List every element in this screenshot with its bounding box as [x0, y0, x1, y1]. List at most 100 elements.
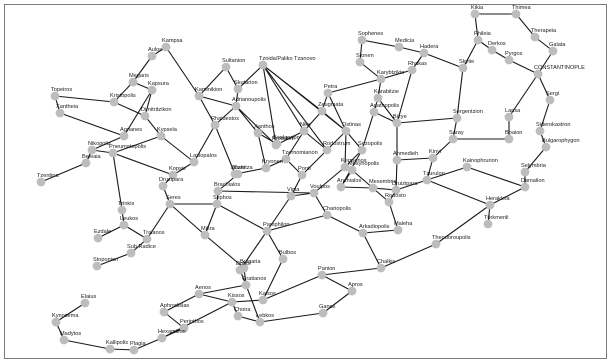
node-rhaidestos — [210, 120, 220, 130]
label-druzipara2: Druzipara — [159, 177, 184, 183]
label-pneumatopolis: Pneumatopolis — [109, 144, 146, 150]
edge-kampsa-kaminikion — [165, 46, 200, 97]
edge-tzoida-rodostrum — [262, 64, 328, 151]
node-nikopolis — [87, 145, 97, 155]
node-stiphos — [212, 199, 222, 209]
edge-bulbos-pamphilon — [266, 230, 284, 260]
edge-rhaidestos-buzlo — [214, 124, 236, 175]
node-sergi — [545, 95, 555, 105]
node-agrianes — [119, 131, 129, 141]
node-petra — [323, 88, 333, 98]
edge-mikra-bulgaria — [204, 234, 245, 269]
node-arkadiopolis — [358, 228, 368, 238]
edge-pamphilon-chariopolis — [266, 214, 328, 232]
label-ganos: Ganos — [319, 304, 336, 310]
edge-panion-chalkis — [321, 267, 382, 276]
node-dobol — [235, 265, 245, 275]
label-kermenos: Kermenos — [341, 158, 367, 164]
label-kissos: Kissos — [228, 293, 245, 299]
label-ahmedieh: Ahmedieh — [393, 151, 418, 157]
label-mesembria: Mesembria — [369, 179, 398, 185]
edge-chariopolis-arkadiopolis — [326, 214, 364, 234]
label-galata: Galata — [549, 42, 566, 48]
label-bulgaria: Bulgaria — [240, 259, 261, 265]
label-rhaidestos: Rhaidestos — [211, 116, 239, 122]
node-kopsis — [168, 170, 178, 180]
node-aenos — [194, 289, 204, 299]
node-theodoroupolis — [431, 239, 441, 249]
edge-tzurulon-kainophrurion — [426, 166, 468, 181]
label-damalion: Damalion — [521, 178, 545, 184]
label-constantinople: CONSTANTINOPLE — [534, 65, 585, 71]
label-kaisos: Kaisos — [259, 291, 276, 297]
label-medicia: Medicia — [395, 38, 415, 44]
label-stonen: Stonen — [356, 53, 374, 59]
node-ostinas — [341, 126, 351, 136]
edge-xantheia-agrianes — [59, 112, 125, 137]
edge-kallipolis-madytos — [63, 339, 111, 350]
node-medicia — [394, 42, 404, 52]
label-dobol: Dobol — [236, 261, 251, 267]
edge-ganos-apros — [322, 290, 353, 314]
edge-bizye-rhakas — [396, 69, 413, 124]
edge-medicia-sophenes — [361, 39, 400, 48]
node-stonen — [355, 57, 365, 67]
label-stoponion: Stoponion — [93, 257, 118, 263]
label-probaton: Probaton — [272, 136, 295, 142]
figure-frame — [4, 4, 607, 359]
edge-sub_radice-stoponion — [96, 252, 132, 267]
label-elaius: Elaius — [81, 294, 96, 300]
node-larisa — [504, 112, 514, 122]
node-tzernomianon — [281, 154, 291, 164]
edge-hexamilion-plagia — [133, 337, 163, 351]
edge-aenos-kissos — [198, 293, 233, 303]
label-xanthos: Xanthos — [254, 124, 275, 130]
edge-ahmedieh-druizipara — [395, 159, 398, 191]
edge-panion-kaisos — [262, 274, 323, 301]
edge-bulgarophygon-selymbria — [524, 146, 547, 173]
node-kallipolis — [105, 344, 115, 354]
node-leukos — [119, 220, 129, 230]
node-ganos — [318, 308, 328, 318]
node-lasiopalos — [189, 157, 199, 167]
edge-voulpos-kermenos — [313, 166, 346, 194]
node-xanthos — [253, 128, 263, 138]
label-topeiros: Topeiros — [51, 87, 72, 93]
node-tzentina — [36, 177, 46, 187]
node-nike — [299, 126, 309, 136]
node-kissos — [227, 297, 237, 307]
edge-lebkos-gratianos — [245, 284, 261, 323]
node-choira — [233, 311, 243, 321]
node-zeugmata — [317, 106, 327, 116]
edge-ponti-rodostrum — [301, 149, 328, 176]
node-kinyi — [428, 153, 438, 163]
node-pamphilon — [262, 226, 272, 236]
edge-stiphos-pamphilon — [216, 203, 268, 232]
label-banitza: Banitza — [234, 165, 254, 171]
edge-kynosema-elaius — [55, 302, 86, 323]
edge-kristopolis-megaris — [113, 81, 134, 103]
edge-kainophrurion-damalion — [466, 166, 526, 188]
label-mikra: Mikra — [201, 226, 216, 232]
edge-galata-constantinople — [537, 50, 554, 75]
label-karybtzikin: Karybtzikin — [377, 70, 404, 76]
edge-kaminikion-sultanion — [198, 66, 227, 97]
label-rodostrum: Rodostrum — [323, 141, 351, 147]
node-sultanion — [221, 62, 231, 72]
label-sub_radice: Sub Radice — [127, 244, 156, 250]
node-galata — [548, 46, 558, 56]
label-stiphos: Stiphos — [213, 195, 232, 201]
edge-tzurulon-herakleia — [426, 179, 491, 206]
edge-seres-mikra — [169, 203, 206, 236]
node-boaion — [504, 134, 514, 144]
node-constantinople — [533, 69, 543, 79]
node-kaminikion — [194, 91, 204, 101]
edge-agrianes-nikopolis — [91, 135, 125, 151]
label-skytie: Skytie — [459, 59, 474, 65]
label-kampsa: Kampsa — [162, 38, 183, 44]
edge-leukos-traianos — [123, 224, 148, 240]
label-derkos: Derkos — [488, 41, 506, 47]
label-anchialos: Anchialos — [337, 178, 361, 184]
edge-pneumatopolis-kopsis — [112, 152, 174, 176]
